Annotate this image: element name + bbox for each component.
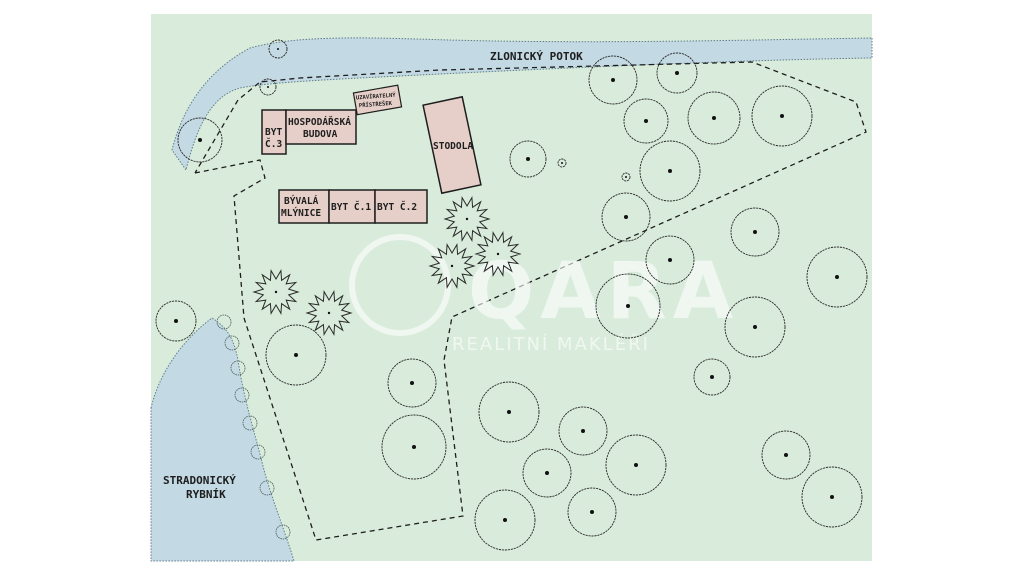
tree-icon [639,140,701,202]
watermark-tagline: REALITNÍ MAKLÉŘI [452,333,650,355]
tree-icon [381,414,447,480]
watermark-logo: QARA [468,247,739,337]
tree-icon [621,172,631,182]
building-hospodarska-budova: HOSPODÁŘSKÁ BUDOVA [285,109,357,145]
tree-icon [605,434,667,496]
stodola-label: STODOLA [433,141,473,152]
tree-icon [601,192,651,242]
tree-icon [730,207,780,257]
tree-icon [155,300,197,342]
pond-label-2: RYBNÍK [186,488,226,501]
tree-icon [259,78,277,96]
shrub-group [216,314,291,540]
watermark: QARA REALITNÍ MAKLÉŘI [349,234,739,355]
building-byt-c2: BYT Č.2 [374,189,428,224]
tree-icon [474,489,536,551]
conifer-icon [443,195,491,243]
shrub-icon [275,524,291,540]
shrub-icon [230,360,246,376]
conifer-icon [252,268,300,316]
building-byt-c3: BYT Č.3 [261,109,287,155]
property-boundary [194,61,867,541]
pond-label-1: STRADONICKÝ [163,474,236,487]
pond-stradonicky-rybnik [150,317,295,562]
shelter-label-1: UZAVÍRATELNÝ [356,91,397,102]
building-byvala-mlynice: BÝVALÁ MLÝNICE [278,189,330,224]
shrub-icon [224,335,240,351]
tree-icon [567,487,617,537]
shrub-icon [216,314,232,330]
tree-icon [387,358,437,408]
tree-icon [595,273,661,339]
tree-icon [761,430,811,480]
byt3-label-2: Č.3 [265,138,282,150]
tree-icon [268,39,288,59]
shrub-icon [242,415,258,431]
building-shelter: UZAVÍRATELNÝ PŘÍSTŘEŠEK [352,84,403,116]
tree-icon [751,85,813,147]
stream-label: ZLONICKÝ POTOK [490,50,583,63]
tree-icon [687,91,741,145]
shelter-label-2: PŘÍSTŘEŠEK [359,99,393,109]
hosp-label-1: HOSPODÁŘSKÁ [288,116,351,128]
mill-label-1: BÝVALÁ [284,195,319,207]
shrub-icon [250,444,266,460]
tree-icon [588,55,638,105]
tree-icon [522,448,572,498]
land-area [151,14,872,561]
tree-icon [558,406,608,456]
conifer-icon [428,242,476,290]
stream-zlonicky-potok [171,37,873,172]
shrub-icon [259,480,275,496]
tree-icon [724,296,786,358]
byt3-label-1: BYT [265,127,282,138]
building-stodola: STODOLA [422,95,482,195]
tree-icon [509,140,547,178]
building-byt-c1: BYT Č.1 [328,189,376,224]
tree-icon [801,466,863,528]
hosp-label-2: BUDOVA [303,129,338,140]
tree-icon [478,381,540,443]
tree-icon [693,358,731,396]
tree-icon [806,246,868,308]
tree-icon [265,324,327,386]
tree-icon [645,235,695,285]
conifer-icon [305,289,353,337]
tree-icon [177,117,223,163]
conifer-group [252,195,522,337]
byt2-label: BYT Č.2 [377,201,417,213]
byt1-label: BYT Č.1 [331,201,371,213]
shrub-icon [234,387,250,403]
mill-label-2: MLÝNICE [281,207,321,219]
tree-icon [623,98,669,144]
tree-icon [656,52,698,94]
conifer-icon [474,230,522,278]
tree-group [155,39,868,551]
tree-icon [557,158,567,168]
